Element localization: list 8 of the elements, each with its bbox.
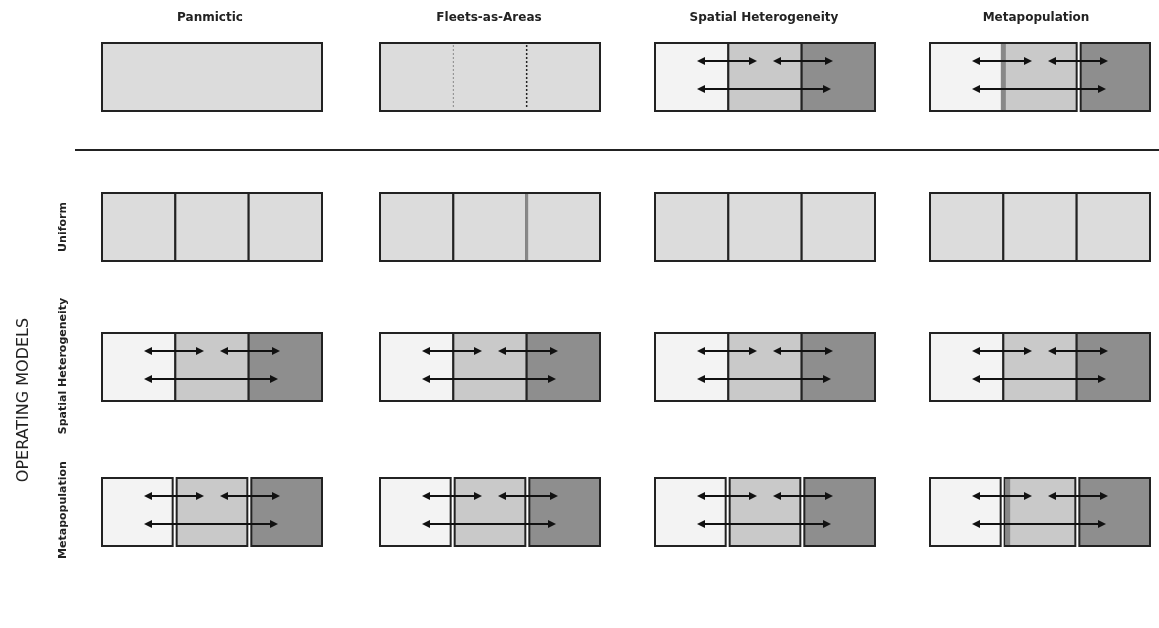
column-heading: Metapopulation <box>982 10 1090 24</box>
axis-title: OPERATING MODELS <box>12 317 32 483</box>
row-heading: Spatial Heterogeneity <box>55 297 69 435</box>
column-heading: Fleets-as-Areas <box>436 10 542 24</box>
row-heading: Uniform <box>55 202 69 252</box>
column-heading: Spatial Heterogeneity <box>689 10 839 24</box>
row-heading: Metapopulation <box>55 461 69 559</box>
column-heading: Panmictic <box>177 10 243 24</box>
